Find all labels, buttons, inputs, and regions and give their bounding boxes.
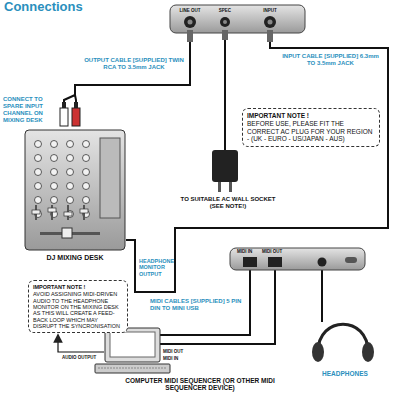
callout-label: LINE OUT: [176, 8, 204, 13]
callout-label: SPEC: [213, 8, 237, 13]
callout-label: OUTPUT CABLE [SUPPLIED] TWIN RCA TO 3.5m…: [84, 57, 184, 71]
callout-label: TO SUITABLE AC WALL SOCKET (SEE NOTE!): [178, 196, 278, 210]
callout-label: DJ MIXING DESK: [28, 254, 122, 262]
callout-label: INPUT CABLE [SUPPLIED] 6.3mm TO 3.5mm JA…: [278, 53, 383, 67]
callout-label: MIDI OUT: [262, 249, 292, 254]
callout-label: INPUT: [256, 8, 284, 13]
note-box: IMPORTANT NOTE !AVOID ASSIGNING MIDI-DRI…: [28, 280, 128, 333]
note-text: AVOID ASSIGNING MIDI-DRIVEN AUDIO TO THE…: [33, 291, 123, 329]
callout-label: MIDI IN: [163, 356, 195, 361]
note-box: IMPORTANT NOTE !BEFORE USE, PLEASE FIT T…: [242, 108, 380, 147]
callout-label: HEADPHONES: [300, 370, 390, 377]
callout-label: COMPUTER MIDI SEQUENCER (OR OTHER MIDI S…: [105, 377, 295, 392]
note-text: BEFORE USE, PLEASE FIT THE CORRECT AC PL…: [247, 120, 375, 142]
callout-label: MIDI OUT: [163, 349, 195, 354]
callout-label: CONNECT TO SPARE INPUT CHANNEL ON MIXING…: [3, 96, 58, 124]
note-heading: IMPORTANT NOTE !: [247, 112, 375, 119]
callout-label: AUDIO OUTPUT: [62, 355, 100, 360]
diagram-title: Connections: [4, 0, 83, 15]
note-heading: IMPORTANT NOTE !: [33, 284, 123, 290]
callout-label: MIDI CABLES [SUPPLIED] 5 PIN DIN TO MINI…: [150, 298, 246, 312]
callout-label: HEADPHONE MONITOR OUTPUT: [139, 258, 173, 277]
